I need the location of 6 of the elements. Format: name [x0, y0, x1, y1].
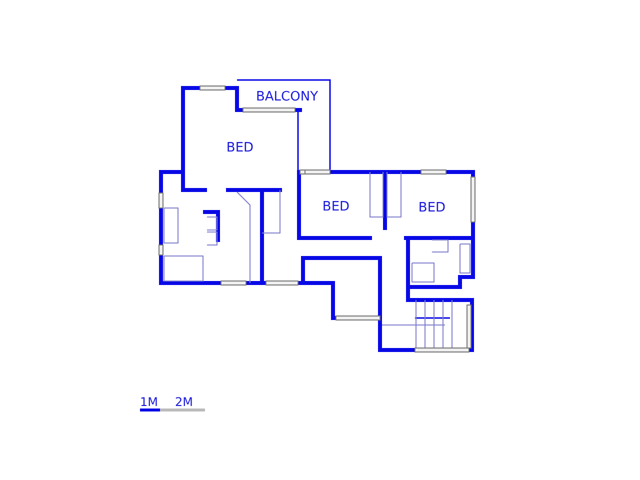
scale-label: 2M	[175, 395, 193, 409]
room-label: BALCONY	[256, 90, 318, 104]
scale-label: 1M	[140, 395, 158, 409]
room-label: BED	[418, 200, 446, 216]
room-label: BED	[322, 200, 350, 214]
room-label: BED	[226, 140, 254, 156]
